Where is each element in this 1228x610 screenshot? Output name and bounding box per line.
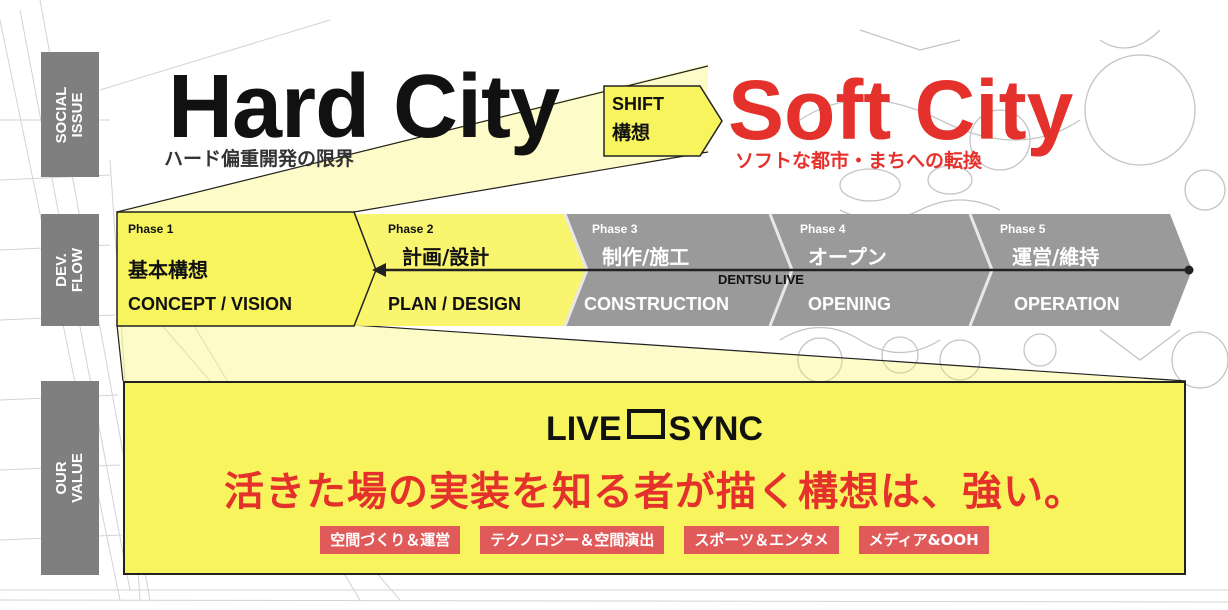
phase-title-en: PLAN / DESIGN: [388, 294, 522, 314]
dentsu-arrow-dot: [1184, 265, 1194, 275]
shift-sublabel: 構想: [612, 123, 651, 144]
square-icon: [626, 409, 665, 439]
dentsu-live-label: DENTSU LIVE: [718, 272, 804, 287]
shift-label: SHIFT: [612, 94, 664, 114]
tag-sports-entertainment: スポーツ＆エンタメ: [684, 526, 839, 554]
city-sketch: [779, 29, 1228, 389]
sidebar-dev-flow: DEV. FLOW: [41, 214, 99, 326]
live-sync-brand: LIVE SYNC: [125, 409, 1184, 449]
sidebar-social-issue: SOCIAL ISSUE: [41, 52, 99, 177]
sidebar-label-line1: SOCIAL: [53, 86, 70, 143]
sidebar-label-line2: ISSUE: [69, 91, 86, 138]
phase-title-en: OPENING: [808, 294, 892, 314]
phase-1-shape: [116, 211, 377, 327]
soft-city-title: Soft City: [728, 63, 1074, 157]
phase-title-en: CONSTRUCTION: [584, 294, 729, 314]
tag-space-operation: 空間づくり＆運営: [320, 526, 461, 554]
dentsu-arrow-head: [372, 263, 386, 277]
sidebar-label-line1: OUR: [53, 461, 70, 495]
phase-title-ja: 計画/設計: [402, 245, 490, 269]
phase-title-en: CONCEPT / VISION: [128, 294, 293, 314]
phase-title-ja: 運営/維持: [1012, 245, 1100, 269]
hard-city-subtitle: ハード偏重開発の限界: [164, 148, 355, 170]
sidebar-our-value: OUR VALUE: [41, 381, 99, 575]
brand-right: SYNC: [668, 410, 764, 448]
phase-number: Phase 3: [592, 222, 638, 236]
value-panel: LIVE SYNC 活きた場の実装を知る者が描く構想は、強い。 空間づくり＆運営 …: [123, 381, 1186, 575]
tag-row: 空間づくり＆運営 テクノロジー＆空間演出 スポーツ＆エンタメ メディア&OOH: [125, 526, 1184, 554]
phase-title-en: OPERATION: [1014, 294, 1120, 314]
value-slogan: 活きた場の実装を知る者が描く構想は、強い。: [224, 469, 1085, 515]
soft-city-subtitle: ソフトな都市・まちへの転換: [735, 150, 983, 172]
projection-line-bottom: [353, 151, 709, 213]
shift-arrow-shape: [603, 85, 723, 157]
phase-title-ja: 制作/施工: [602, 245, 690, 269]
sidebar-label-line1: DEV.: [53, 253, 70, 287]
tag-media-ooh: メディア&OOH: [858, 526, 989, 554]
phase-number: Phase 4: [800, 222, 846, 236]
projection-line-left: [116, 324, 124, 382]
sidebar-label-line2: FLOW: [69, 247, 86, 293]
phase-title-ja: オープン: [808, 245, 887, 269]
sidebar-label-line2: VALUE: [69, 453, 86, 503]
tag-technology: テクノロジー＆空間演出: [480, 526, 665, 554]
phase-number: Phase 5: [1000, 222, 1046, 236]
projection-lower: [117, 325, 1186, 381]
phase-number: Phase 1: [128, 222, 174, 236]
projection-line-right: [353, 324, 1187, 382]
phase-number: Phase 2: [388, 222, 434, 236]
brand-left: LIVE: [545, 410, 622, 448]
hard-city-title: Hard City: [168, 57, 560, 157]
phase-title-ja: 基本構想: [128, 258, 208, 282]
